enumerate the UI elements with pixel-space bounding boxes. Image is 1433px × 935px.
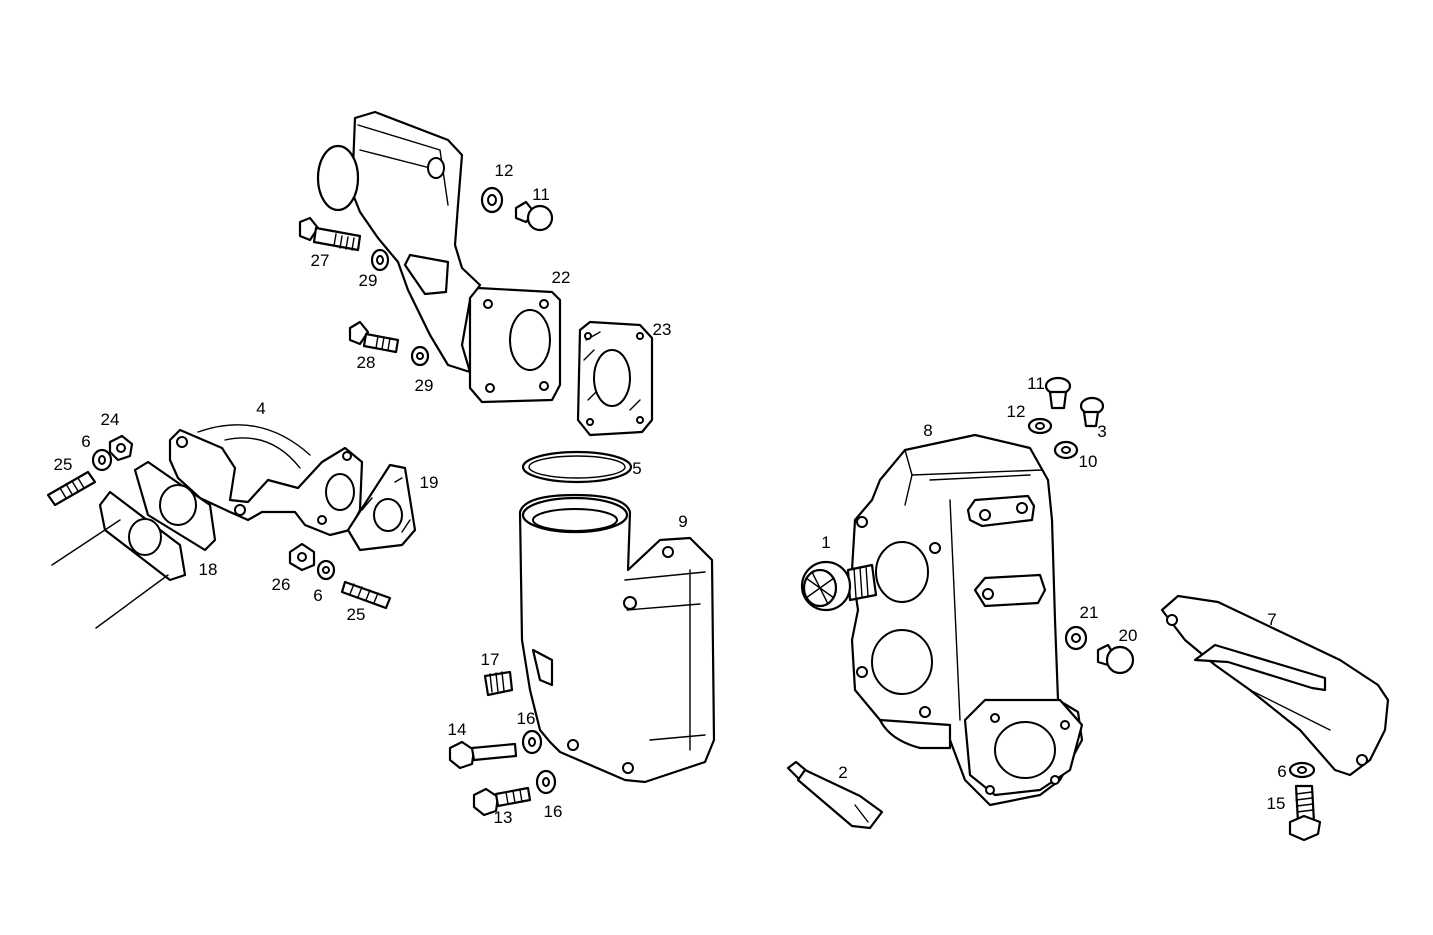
callout-14: 14	[448, 720, 467, 739]
part-19-gasket-triangle	[346, 463, 417, 552]
part-3-plug	[1079, 396, 1105, 428]
callout-12: 12	[1007, 402, 1026, 421]
callout-22: 22	[552, 268, 571, 287]
callout-12: 12	[495, 161, 514, 180]
part-13-bolt	[472, 786, 532, 817]
part-16-washer-a	[521, 729, 543, 755]
callout-2: 2	[838, 763, 847, 782]
part-24-nut	[108, 434, 134, 462]
part-9-thermostat-housing	[518, 493, 716, 784]
part-22-elbow-manifold	[316, 110, 562, 404]
part-12-washer-top	[480, 186, 504, 214]
part-7-bracket	[1160, 594, 1390, 777]
part-5-o-ring	[521, 450, 633, 484]
callout-17: 17	[481, 650, 500, 669]
callout-15: 15	[1267, 794, 1286, 813]
callout-29: 29	[359, 271, 378, 290]
callout-25: 25	[54, 455, 73, 474]
callout-8: 8	[923, 421, 932, 440]
callout-25: 25	[347, 605, 366, 624]
part-16-washer-b	[535, 769, 557, 795]
part-21-washer	[1064, 625, 1088, 651]
part-6-washer-right	[1288, 761, 1316, 779]
callout-5: 5	[632, 459, 641, 478]
part-8-pump-body	[850, 433, 1084, 807]
callout-11: 11	[532, 185, 550, 204]
callout-6: 6	[81, 432, 90, 451]
part-26-nut	[288, 542, 316, 572]
callout-1: 1	[821, 533, 830, 552]
part-25-stud-left	[46, 470, 97, 507]
part-10-washer	[1053, 440, 1079, 460]
callout-10: 10	[1079, 452, 1098, 471]
callout-18: 18	[199, 560, 218, 579]
part-29-washer-a	[370, 248, 390, 272]
callout-11: 11	[1027, 374, 1045, 393]
part-17-plug	[483, 670, 514, 697]
part-29-washer-b	[410, 345, 430, 367]
callout-26: 26	[272, 575, 291, 594]
callout-29: 29	[415, 376, 434, 395]
callout-16: 16	[544, 802, 563, 821]
callout-4: 4	[256, 399, 265, 418]
part-23-gasket	[576, 320, 654, 437]
part-27-bolt	[298, 216, 362, 252]
callout-21: 21	[1080, 603, 1099, 622]
callout-6: 6	[1277, 762, 1286, 781]
callout-20: 20	[1119, 626, 1138, 645]
callout-28: 28	[357, 353, 376, 372]
callout-3: 3	[1097, 422, 1106, 441]
part-14-bolt	[448, 740, 518, 770]
part-20-plug	[1096, 643, 1135, 675]
callout-7: 7	[1267, 610, 1276, 629]
part-6-washer-mid	[316, 559, 336, 581]
part-28-bolt	[348, 320, 400, 354]
part-1-valve	[800, 560, 878, 612]
callout-16: 16	[517, 709, 536, 728]
part-15-bolt	[1288, 784, 1322, 842]
part-6-washer-left	[91, 448, 113, 472]
part-18-gasket-flange	[51, 460, 217, 629]
part-11-plug-top	[514, 200, 554, 232]
callout-23: 23	[653, 320, 672, 339]
part-25-stud-right	[340, 580, 392, 610]
part-2-sealant-tube	[786, 760, 884, 830]
callout-24: 24	[101, 410, 120, 429]
callout-6: 6	[313, 586, 322, 605]
part-12-washer-right	[1027, 417, 1053, 435]
part-11-plug-right	[1044, 376, 1072, 410]
callout-labels: 12 11 27 29 22 23 28 29 4 24 6 25 19 5 1…	[54, 161, 1287, 827]
callout-13: 13	[494, 808, 513, 827]
part-4-inlet-pipe	[168, 424, 364, 537]
callout-27: 27	[311, 251, 330, 270]
callout-9: 9	[678, 512, 687, 531]
callout-19: 19	[420, 473, 439, 492]
